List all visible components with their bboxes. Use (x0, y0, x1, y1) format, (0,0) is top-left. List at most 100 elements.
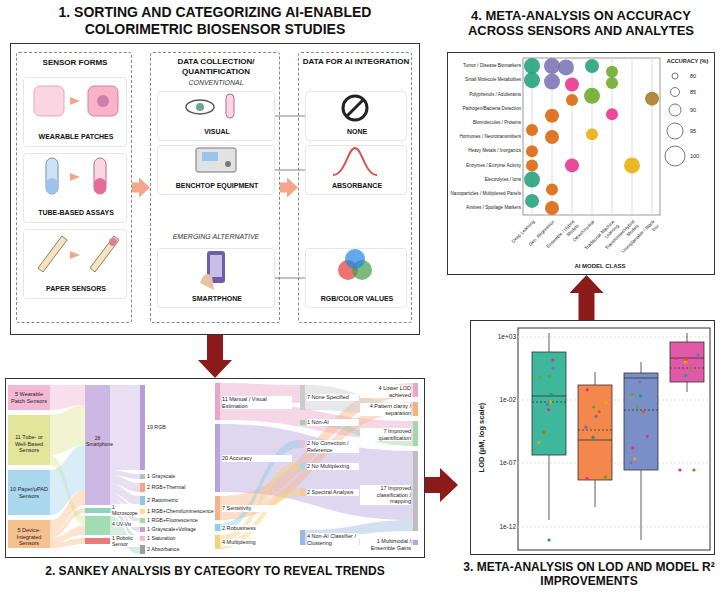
data-point (636, 405, 639, 408)
legend-text: 90 (690, 107, 714, 114)
sankey-label: 4 UV-Vis (112, 521, 140, 527)
axis-label: ACCURACY (%) (660, 58, 715, 65)
axis-category: Nanoparticles / Multiplexed Panels (449, 191, 521, 197)
category-item: WEARABLE PATCHES (23, 77, 127, 147)
data-point (585, 477, 588, 480)
legend-circle (667, 123, 683, 139)
collection-icons (210, 255, 222, 277)
category-item: NONE (305, 91, 407, 141)
category-column: SENSOR FORMSWEARABLE PATCHESTUBE-BASED A… (16, 52, 132, 323)
sankey-label: 4 Non-AI Classifier / Clustering (307, 533, 359, 546)
category-label: SENSOR FORMS (19, 58, 131, 68)
box-plot (624, 378, 658, 379)
box-plot (670, 368, 704, 369)
accuracy-bubble (624, 157, 640, 173)
sankey-node-bar (140, 496, 145, 505)
sensor-icons (70, 97, 80, 105)
accuracy-bubble (545, 130, 559, 144)
accuracy-bubble (526, 145, 538, 157)
sankey-label: 1 Multimodal / Ensemble Gains (360, 538, 411, 551)
accuracy-bubble (566, 94, 578, 106)
sankey-label: 5 Wearable Patch Sensors (9, 391, 49, 404)
sankey-label: 7 Improved quantification (360, 428, 411, 441)
process-arrow (570, 275, 604, 320)
accuracy-bubble (585, 59, 599, 73)
accuracy-bubble (525, 194, 539, 208)
legend-text: 80 (690, 73, 714, 80)
sankey-node-bar (8, 415, 50, 465)
axis-category: Electrolytes / Ions (449, 177, 521, 183)
data-point (538, 376, 541, 379)
sankey-node-bar (85, 508, 110, 513)
data-point (642, 410, 645, 413)
sankey-label: 19 RGB (147, 424, 214, 430)
accuracy-bubble (545, 201, 559, 215)
sankey-node-bar (140, 545, 145, 554)
axis-label: 1e+03 (488, 333, 516, 341)
sankey-label: 11 Manual / Visual Estimation (222, 396, 292, 409)
sankey-node-bar (215, 424, 220, 492)
sankey-label: 2 Robustness (222, 525, 292, 532)
sankey-label: 2 Absorbance (147, 546, 214, 552)
sankey-node-bar (140, 527, 145, 532)
legend-circle (672, 73, 678, 79)
box-plot (624, 410, 658, 411)
category-label: RGB/COLOR VALUES (308, 295, 406, 303)
box-plot (578, 430, 612, 431)
data-point (598, 410, 601, 413)
sankey-label: 2 No Multiplexing (307, 463, 359, 470)
sankey-flow (110, 385, 140, 470)
sankey-node-bar (413, 402, 418, 416)
process-arrow (198, 335, 232, 378)
data-point (678, 468, 681, 471)
category-label: NONE (308, 128, 406, 136)
category-column: DATA FOR AI INTEGRATIONNONEABSORBANCERGB… (298, 52, 412, 323)
sensor-icons (70, 173, 80, 181)
data-icons (345, 249, 365, 269)
box-plot (532, 352, 566, 455)
data-point (547, 538, 550, 541)
sankey-label: 7 None Specified (307, 394, 359, 401)
accuracy-bubble (565, 77, 579, 91)
category-label: VISUAL (160, 128, 274, 136)
data-point (547, 375, 550, 378)
accuracy-bubble (606, 77, 618, 89)
collection-icons (202, 152, 218, 161)
sankey-label: 1 Microscope (112, 504, 140, 516)
data-point (547, 408, 550, 411)
bubble-plot-frame (523, 58, 660, 215)
sankey-flow (220, 488, 300, 549)
data-point (549, 401, 552, 404)
axis-label: 1e-02 (488, 396, 516, 404)
lod-plot-frame (518, 328, 710, 550)
flow-arrow (280, 178, 298, 198)
collection-icons (196, 148, 236, 172)
data-point (595, 415, 598, 418)
sankey-label: 4 Pattern clarity / separation (360, 403, 411, 416)
bubble-plot-frame (632, 58, 633, 215)
category-item: VISUAL (157, 91, 275, 141)
sankey-node-bar (140, 483, 145, 492)
axis-label: 1e-12 (488, 523, 516, 531)
data-point (696, 353, 699, 356)
panel-title: 2. SANKEY ANALYSIS BY CATEGORY TO REVEAL… (5, 564, 425, 578)
category-item: PAPER SENSORS (23, 229, 127, 299)
panel-border (470, 320, 715, 555)
sensor-icons (94, 178, 106, 194)
axis-category: Deep Learning (499, 219, 535, 255)
sensor-icons (109, 238, 117, 246)
axis-category: Tumor / Disease Biomarkers (449, 63, 521, 69)
sankey-label: 5 Device-Integrated Sensors (9, 527, 49, 547)
data-point (586, 388, 589, 391)
panel-title: 4. META-ANALYSIS ON ACCURACY ACROSS SENS… (451, 8, 711, 38)
collection-icons (186, 94, 236, 290)
box-plot (670, 342, 704, 382)
collection-icons (226, 94, 234, 118)
sensor-icons (46, 158, 58, 194)
accuracy-bubble (544, 58, 560, 74)
data-point (550, 393, 553, 396)
accuracy-bubble (526, 124, 538, 136)
bubble-plot-frame (523, 58, 660, 215)
sankey-flow (220, 402, 413, 520)
panel: 3. META-ANALYSIS ON LOD AND MODEL R² IMP… (458, 320, 720, 592)
